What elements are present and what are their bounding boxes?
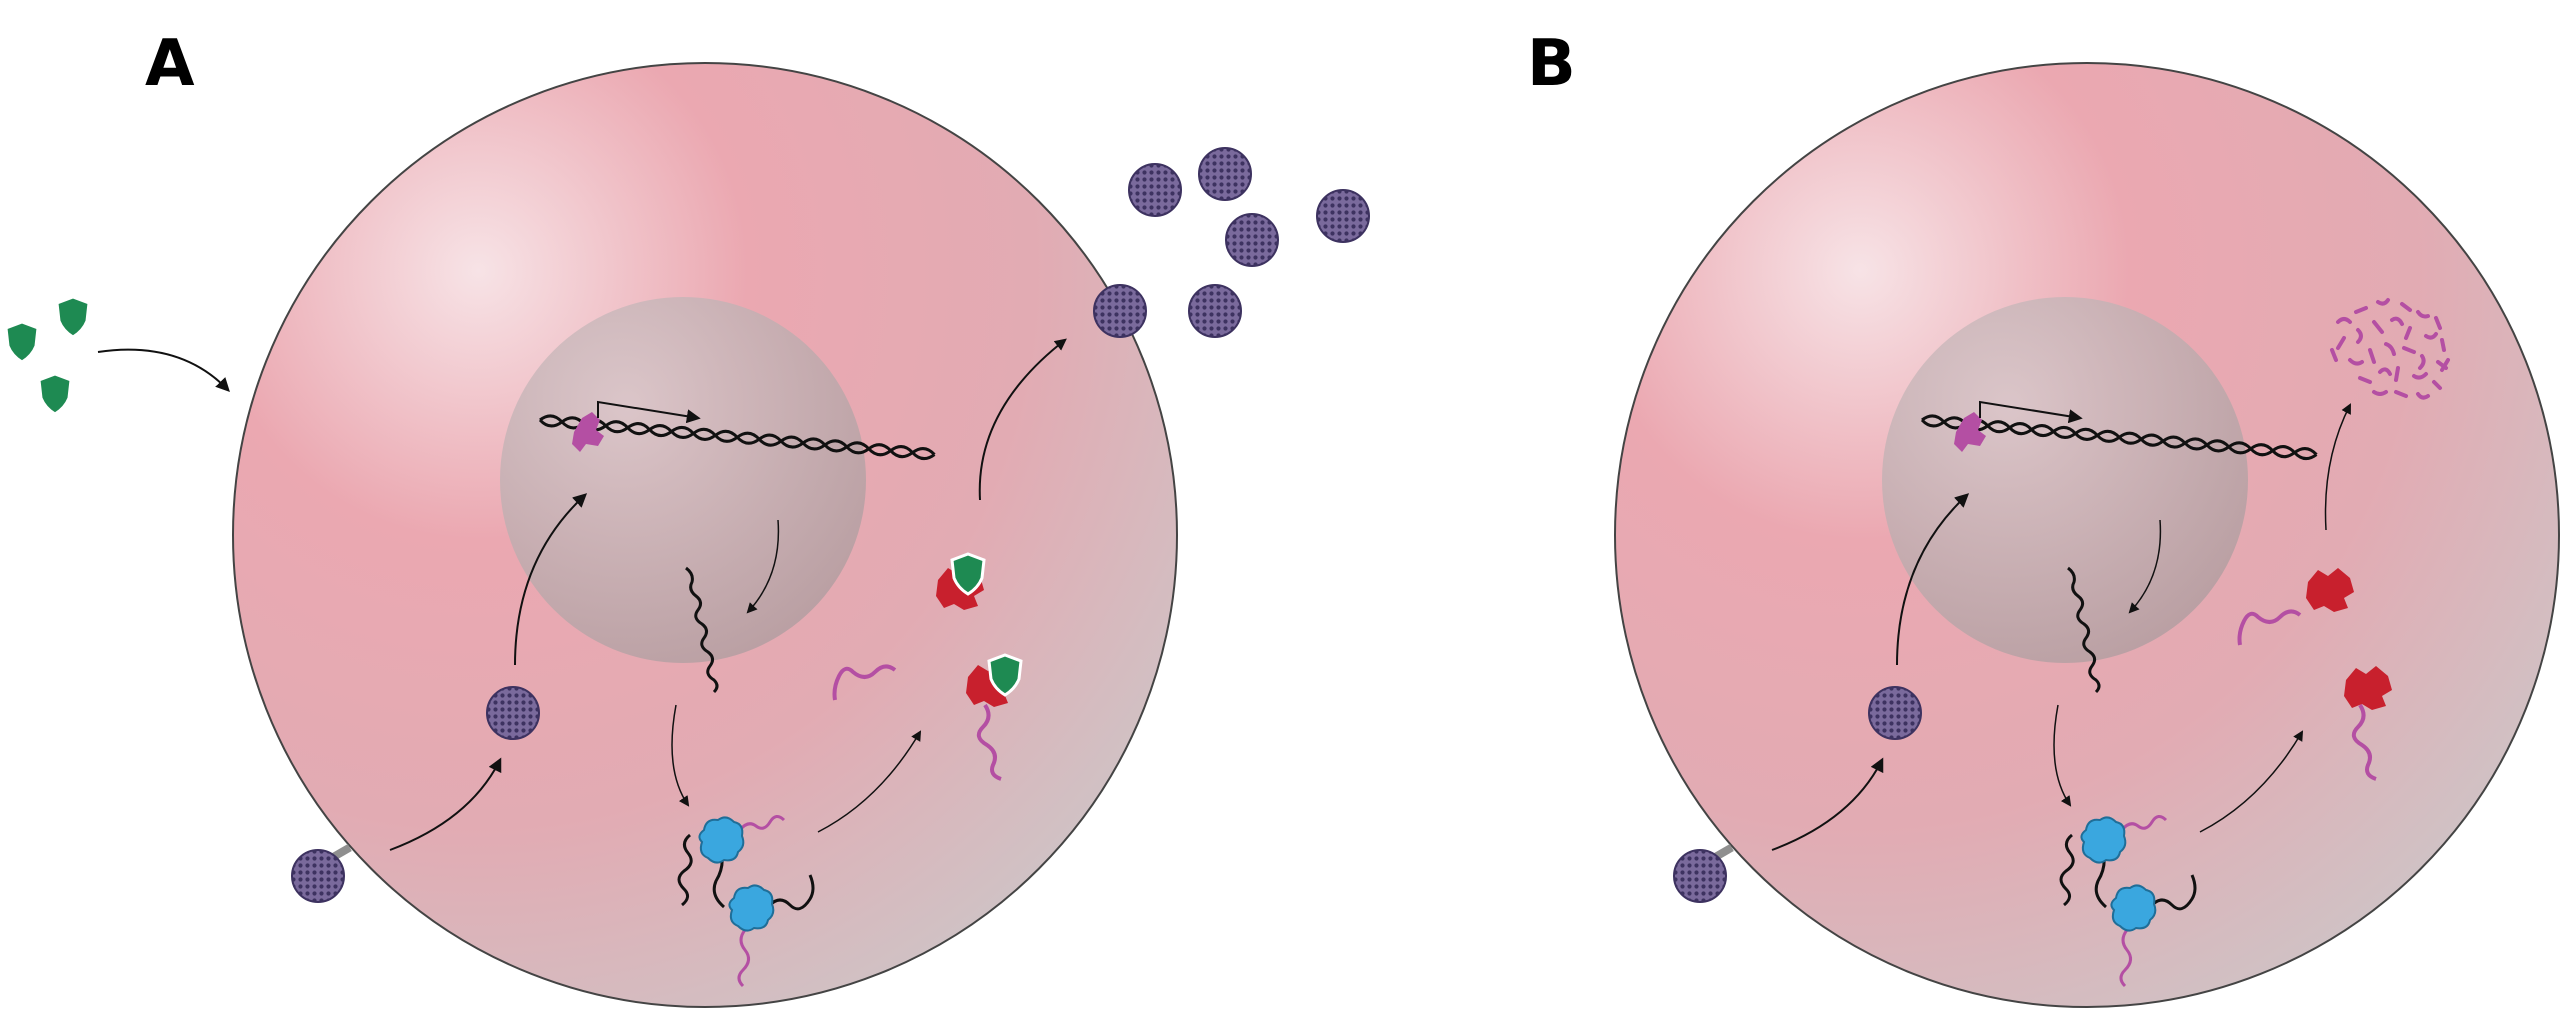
ribosome-icon [677,815,815,988]
panel-label-b: B [1527,27,1576,101]
mrna-icon [685,566,719,694]
dna-helix-icon [1920,414,2318,461]
shield-drug-icon [4,295,91,416]
nucleus-b [1882,297,2248,663]
mrna-icon [2067,566,2101,694]
panel-b: B [1527,27,2560,1008]
protein-fragments-icon [2330,298,2450,400]
virus-icon [486,686,540,740]
transcription-arrow [1979,400,2083,424]
ribosome-icon [2059,815,2197,988]
virus-icon [1093,147,1370,338]
drug-entry-arrow [97,348,230,393]
virus-icon [1673,844,1734,903]
virus-icon [291,844,352,903]
transcription-arrow [597,400,701,424]
viral-protein-icon [832,552,1023,781]
panel-label-a: A [145,27,195,101]
nucleus-a [500,297,866,663]
polymerase-icon [1954,412,1986,452]
dna-helix-icon [538,414,936,461]
polymerase-icon [572,412,604,452]
panel-a: A [4,27,1370,1008]
viral-protein-icon [2237,568,2392,781]
virus-icon [1868,686,1922,740]
